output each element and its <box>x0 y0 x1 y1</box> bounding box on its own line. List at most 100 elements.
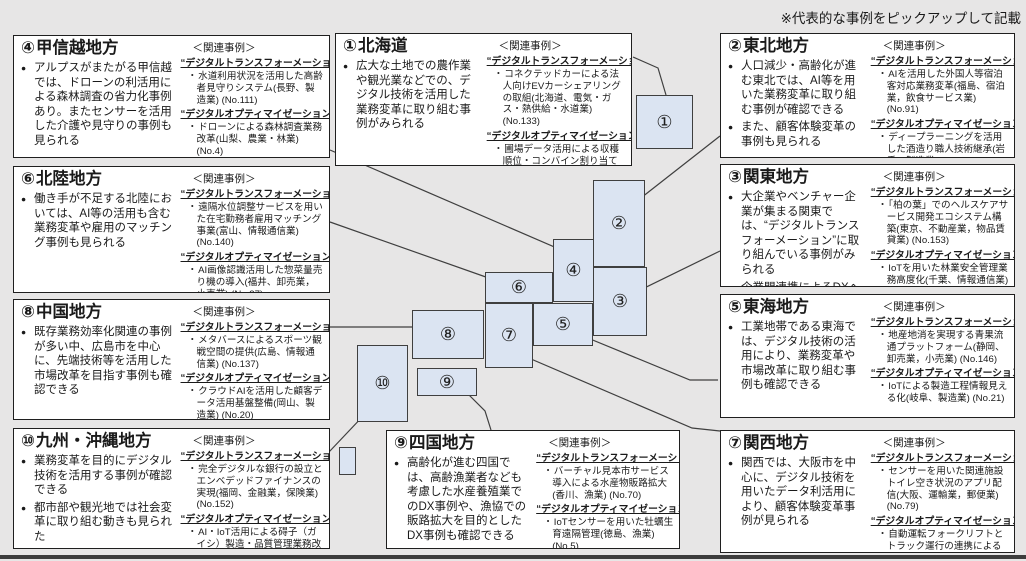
region-box-kansai: ⑦関西地方 関西では、大阪市を中心に、デジタル技術を用いたデータ利活用により、顧… <box>720 430 1015 553</box>
region-bullet: 関西では、大阪市を中心に、デジタル技術を用いたデータ利活用により、顧客体験変革事… <box>728 456 866 529</box>
dx-category-label: “デジタルトランスフォーメーション” <box>870 56 1014 67</box>
region-box-kyushu: ⑩九州・沖縄地方 業務変革を目的にデジタル技術を活用する事例が確認できる 都市部… <box>13 428 330 549</box>
map-square-number: ⑩ <box>374 373 391 393</box>
case-item: ・IoTセンサーを用いた牡蠣生育遠隔管理(徳島、漁業) (No.5) <box>543 517 674 549</box>
related-cases-label: ＜関連事例＞ <box>882 437 946 449</box>
region-bullet: 広大な土地での農作業や観光業などでの、デジタル技術を活用した業務変革に取り組む事… <box>343 59 482 132</box>
map-square-number: ⑤ <box>554 314 572 334</box>
leader-line-hokkaido <box>632 56 667 96</box>
do-category-label: “デジタルオプティマイゼーション” <box>536 504 680 516</box>
map-square-hokkaido: ① <box>636 95 693 149</box>
region-title: ⑦関西地方 <box>728 434 809 452</box>
region-bullet: 大企業やベンチャー企業が集まる関東では、“デジタルトランスフォーメーション”に取… <box>728 190 866 278</box>
do-category-label: “デジタルオプティマイゼーション” <box>870 516 1015 528</box>
case-item: ・AI・IoT活用による碍子（ガイシ）製造・品質管理業務改革(佐賀、製造業) (… <box>187 527 322 549</box>
do-category-label: “デジタルオプティマイゼーション” <box>870 250 1015 262</box>
related-cases-label: ＜関連事例＞ <box>192 173 256 185</box>
region-title: ⑧中国地方 <box>21 303 102 321</box>
related-cases-label: ＜関連事例＞ <box>192 435 256 447</box>
leader-line-hokuriku <box>329 221 501 283</box>
region-bullet: 働き手が不足する北陸においては、AI等の活用も含む業務変革や雇用のマッチング事例… <box>21 192 176 250</box>
map-square-number: ⑧ <box>439 324 457 344</box>
case-item: ・AIを活用した外国人等宿泊客対応業務変革(福島、宿泊業，飲食サービス業) (N… <box>877 68 1006 116</box>
case-item: ・「柏の葉」でのヘルスケアサービス開発エコシステム構築(東京、不動産業，物品賃貸… <box>877 199 1009 247</box>
related-cases-label: ＜関連事例＞ <box>192 306 256 318</box>
region-title: ②東北地方 <box>728 37 809 55</box>
dx-category-label: “デジタルトランスフォーメーション” <box>870 187 1014 198</box>
case-item: ・クラウドAIを活用した顧客データ活用基盤整備(岡山、製造業) (No.20) <box>187 386 323 420</box>
region-bullet: 人口減少・高齢化が進む東北では、AI等を用いた業務変革に取り組む事例が確認できる <box>728 59 866 117</box>
dx-category-label: “デジタルトランスフォーメーション” <box>486 56 631 67</box>
dx-category-label: “デジタルトランスフォーメーション” <box>180 58 330 69</box>
case-item: ・コネクテッドカーによる法人向けEVカーシェアリングの取組(北海道、電気・ガス・… <box>493 68 621 128</box>
region-box-tokai: ⑤東海地方 工業地帯である東海では、デジタル技術の活用により、業務変革や市場改革… <box>720 294 1015 418</box>
map-square-number: ⑨ <box>438 371 456 392</box>
case-item: ・完全デジタルな銀行の設立とエンベデッドファイナンスの実現(福岡、金融業，保険業… <box>187 463 323 511</box>
region-box-shikoku: ⑨四国地方 高齢化が進む四国では、高齢漁業者なども考慮した水産養殖業でのDX事例… <box>386 430 680 549</box>
map-square-shikoku: ⑨ <box>417 368 477 396</box>
map-square-number: ④ <box>565 260 582 280</box>
region-bullet: アルプスがまたがる甲信越では、ドローンの利活用による森林調査の省力化事例あり。ま… <box>21 61 176 149</box>
map-square-tohoku: ② <box>593 180 645 267</box>
do-category-label: “デジタルオプティマイゼーション” <box>870 368 1015 380</box>
do-category-label: “デジタルオプティマイゼーション” <box>180 109 330 121</box>
region-title: ⑨四国地方 <box>394 434 475 452</box>
region-title: ⑤東海地方 <box>728 298 809 316</box>
dx-category-label: “デジタルトランスフォーメーション” <box>180 322 330 333</box>
case-item: ・遠隔水位調整サービスを用いた在宅勤務者雇用マッチング事業(富山、情報通信業) … <box>187 201 323 249</box>
map-square-number: ⑦ <box>500 325 518 345</box>
case-item: ・IoTによる製造工程情報見える化(岐阜、製造業) (No.21) <box>877 381 1008 405</box>
region-box-hokkaido: ①北海道 広大な土地での農作業や観光業などでの、デジタル技術を活用した業務変革に… <box>335 33 632 166</box>
do-category-label: “デジタルオプティマイゼーション” <box>180 252 330 264</box>
related-cases-label: ＜関連事例＞ <box>882 40 946 52</box>
dx-category-label: “デジタルトランスフォーメーション” <box>870 317 1014 328</box>
case-item: ・バーチャル見本市サービス導入による水産物販路拡大(香川、漁業) (No.70) <box>543 465 669 501</box>
dx-category-label: “デジタルトランスフォーメーション” <box>180 189 330 200</box>
region-bullet: 高齢化が進む四国では、高齢漁業者なども考慮した水産養殖業でのDX事例や、漁協での… <box>394 456 531 544</box>
region-bullet: また、顧客体験変革の事例も見られる <box>728 120 866 149</box>
region-bullet: 既存業務効率化関連の事例が多い中、広島市を中心に、先端技術等を活用した市場改革を… <box>21 325 176 398</box>
region-box-tohoku: ②東北地方 人口減少・高齢化が進む東北では、AI等を用いた業務変革に取り組む事例… <box>720 33 1015 158</box>
region-box-hokuriku: ⑥北陸地方 働き手が不足する北陸においては、AI等の活用も含む業務変革や雇用のマ… <box>13 166 330 293</box>
region-title: ⑥北陸地方 <box>21 170 102 188</box>
map-square-tokai: ⑤ <box>533 303 593 346</box>
region-title: ⑩九州・沖縄地方 <box>21 432 152 450</box>
related-cases-label: ＜関連事例＞ <box>192 42 256 54</box>
dx-category-label: “デジタルトランスフォーメーション” <box>536 453 679 464</box>
map-square-number: ③ <box>611 291 629 311</box>
region-box-kanto: ③関東地方 大企業やベンチャー企業が集まる関東では、“デジタルトランスフォーメー… <box>720 164 1015 287</box>
map-square-number: ① <box>656 111 673 132</box>
map-square-kyushu: ⑩ <box>357 345 408 422</box>
related-cases-label: ＜関連事例＞ <box>498 40 562 52</box>
case-item: ・メタバースによるスポーツ観戦空間の提供(広島、情報通信業) (No.137) <box>187 334 322 370</box>
region-bullet: 工業地帯である東海では、デジタル技術の活用により、業務変革や市場改革に取り組む事… <box>728 320 866 393</box>
region-bullet: 都市部や観光地では社会変革に取り組む動きも見られた <box>21 501 176 545</box>
case-item: ・圃場データ活用による収穫順位・コンバイン割り当て最適化(北海道、複合サービス事… <box>493 143 620 166</box>
map-square-kansai: ⑦ <box>485 303 533 368</box>
map-square-koshinetsu: ④ <box>553 239 594 302</box>
map-square-okinawa <box>339 447 356 475</box>
leader-line-tokai <box>577 333 718 381</box>
map-square-chugoku: ⑧ <box>412 310 484 359</box>
case-item: ・IoTを用いた林業安全管理業務高度化(千葉、情報通信業) (No.32) <box>877 263 1009 286</box>
region-title: ①北海道 <box>343 37 408 55</box>
do-category-label: “デジタルオプティマイゼーション” <box>180 373 330 385</box>
case-item: ・水道利用状況を活用した高齢者見守りシステム(長野、製造業) (No.111) <box>187 70 323 106</box>
footnote: ※代表的な事例をピックアップして記載 <box>780 11 1021 26</box>
map-square-hokuriku: ⑥ <box>485 272 553 303</box>
map-square-number: ② <box>610 213 628 233</box>
dx-category-label: “デジタルトランスフォーメーション” <box>870 453 1014 464</box>
map-square-number: ⑥ <box>510 277 528 297</box>
region-box-chugoku: ⑧中国地方 既存業務効率化関連の事例が多い中、広島市を中心に、先端技術等を活用し… <box>13 299 330 420</box>
related-cases-label: ＜関連事例＞ <box>548 437 612 449</box>
case-item: ・地産地消を実現する青果流通プラットフォーム(静岡、卸売業，小売業) (No.1… <box>877 329 1005 365</box>
region-title: ③関東地方 <box>728 168 809 186</box>
do-category-label: “デジタルオプティマイゼーション” <box>180 514 330 526</box>
leader-line-kansai <box>516 352 721 432</box>
bottom-border <box>0 555 1026 559</box>
dx-category-label: “デジタルトランスフォーメーション” <box>180 451 330 462</box>
do-category-label: “デジタルオプティマイゼーション” <box>486 131 632 143</box>
region-title: ④甲信越地方 <box>21 39 119 57</box>
related-cases-label: ＜関連事例＞ <box>882 171 946 183</box>
